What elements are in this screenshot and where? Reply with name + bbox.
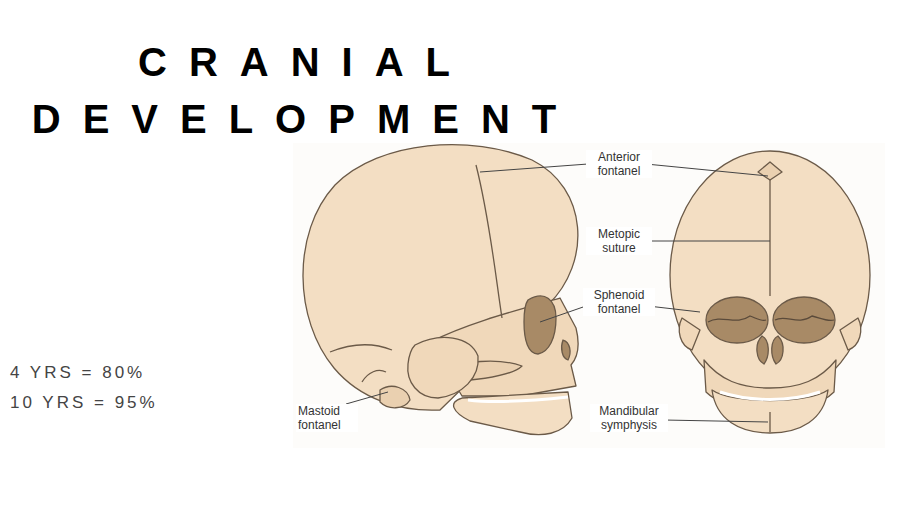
mastoid-process <box>380 386 410 407</box>
part-label: Anterior fontanel <box>586 150 652 178</box>
title-heading: CRANIAL DEVELOPMENT <box>0 34 610 148</box>
cranium <box>670 151 870 399</box>
metopic-suture <box>769 168 770 296</box>
zygoma-left <box>679 318 700 350</box>
nasal-left <box>757 336 768 364</box>
orbit-left <box>706 297 768 343</box>
leader-line <box>664 420 768 422</box>
orbit <box>524 296 556 354</box>
occipital-suture <box>362 370 386 382</box>
lambdoid-suture <box>330 345 392 352</box>
leader-lines <box>346 164 770 422</box>
orbit-fissure-right <box>775 316 834 321</box>
teeth-gap <box>468 397 568 402</box>
leader-line <box>646 164 768 176</box>
lateral-skull <box>303 145 578 435</box>
anterior-fontanel <box>758 162 782 180</box>
part-label: Mandibular symphysis <box>590 404 668 432</box>
orbit-right <box>773 297 835 343</box>
stat-note: 10 YRS = 95% <box>10 392 270 414</box>
leader-line <box>346 392 388 404</box>
leader-line <box>650 241 770 242</box>
part-label: Sphenoid fontanel <box>583 288 655 316</box>
part-label: Metopic suture <box>586 227 652 255</box>
frontal-skull <box>670 151 870 433</box>
leader-line <box>480 164 588 172</box>
nasal-right <box>772 336 783 364</box>
symphysis-line <box>769 412 770 432</box>
mandible <box>712 390 828 433</box>
part-label: Mastoid fontanel <box>296 404 358 432</box>
orbit-fissure-left <box>708 316 766 322</box>
mandible <box>454 392 572 435</box>
stat-note: 4 YRS = 80% <box>10 362 270 384</box>
temporal-bone <box>408 337 478 398</box>
teeth-gap <box>720 392 820 400</box>
coronal-suture <box>476 165 502 318</box>
leader-line <box>648 306 700 312</box>
cranium <box>303 145 578 411</box>
nasal-aperture <box>562 340 570 360</box>
zygoma-right <box>840 318 861 350</box>
leader-line <box>540 306 586 322</box>
figure-ground <box>293 143 885 448</box>
